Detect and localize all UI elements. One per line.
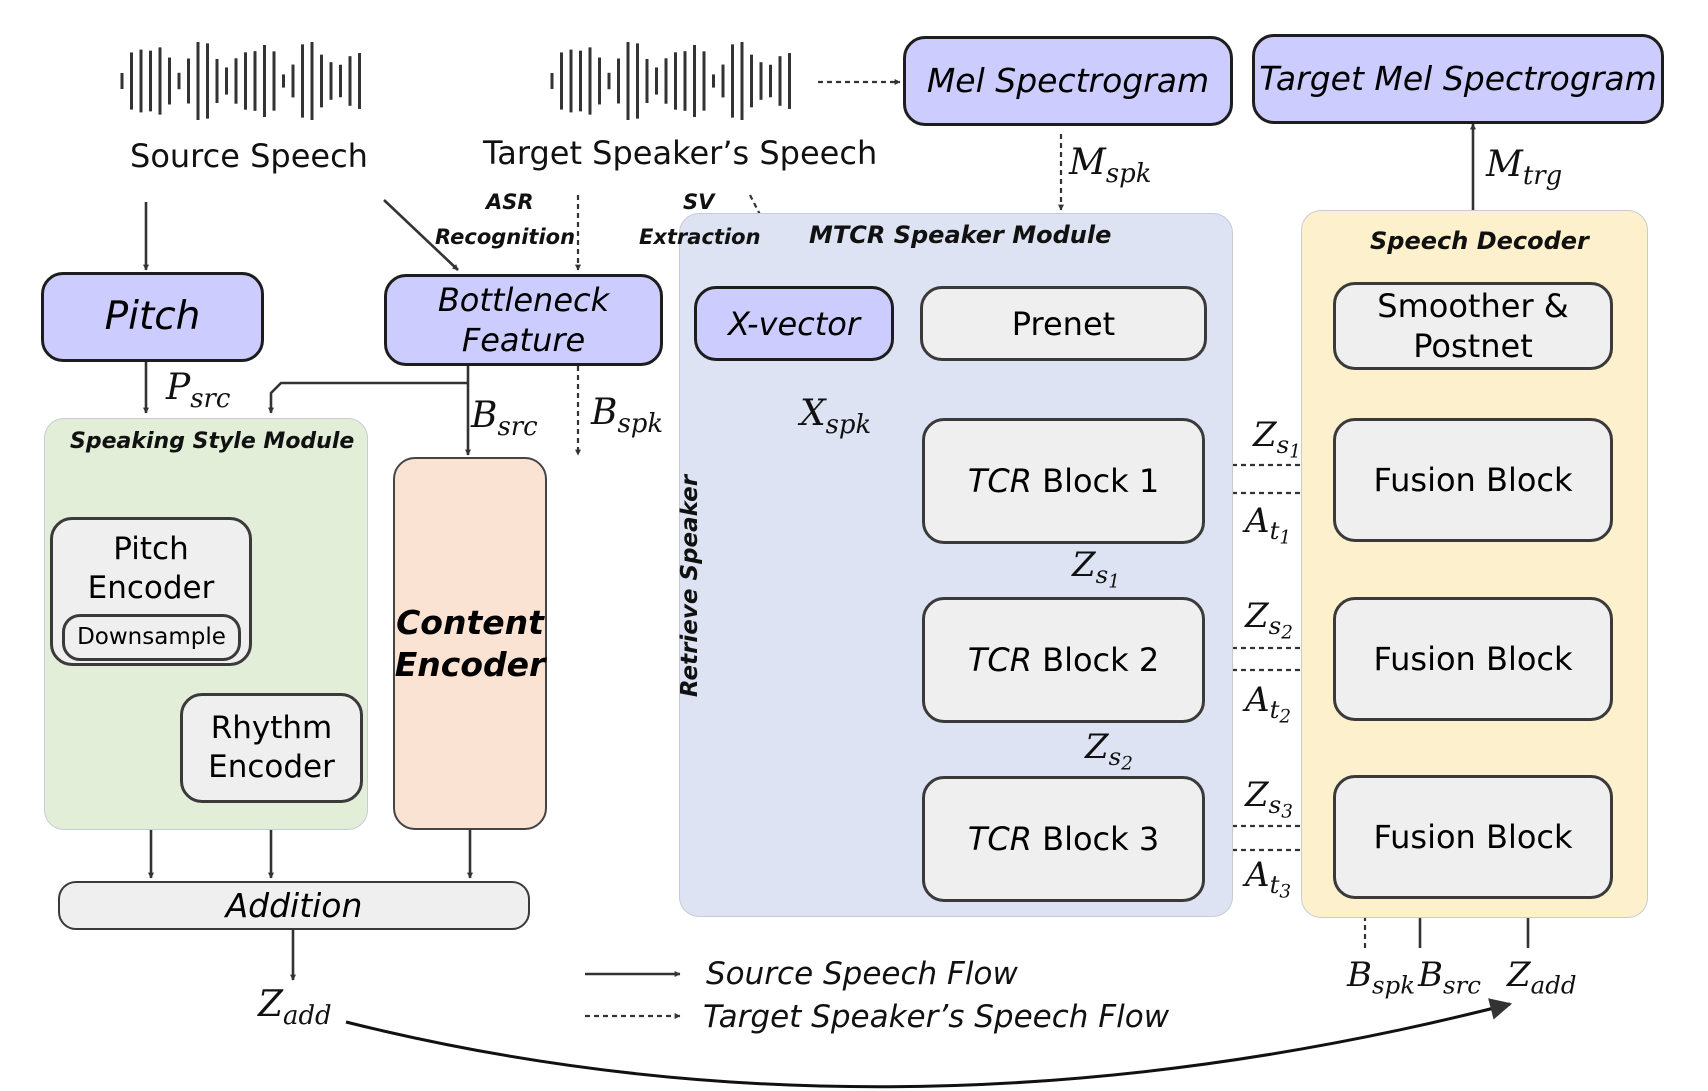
smoother-label-1: Smoother & bbox=[1377, 287, 1569, 325]
symbol-b-src-decoder: Bsrc bbox=[1418, 955, 1481, 1000]
arrow-bottleneck-to-style bbox=[268, 381, 468, 414]
pitch-label: Pitch bbox=[104, 293, 201, 339]
asr-label: ASR bbox=[486, 190, 534, 214]
tcr-block-2-prefix: TCR bbox=[967, 641, 1032, 679]
bottleneck-feature-box: Bottleneck Feature bbox=[384, 274, 663, 366]
prenet-box: Prenet bbox=[920, 286, 1207, 361]
tcr-block-2-label: Block 2 bbox=[1042, 641, 1160, 679]
x-vector-label: X-vector bbox=[727, 304, 861, 343]
symbol-m-trg: Mtrg bbox=[1486, 144, 1563, 191]
tcr-block-3-label: Block 3 bbox=[1042, 820, 1160, 858]
target-mel-spectrogram-label: Target Mel Spectrogram bbox=[1259, 59, 1657, 99]
extraction-label: Extraction bbox=[639, 225, 761, 249]
fusion-block-2: Fusion Block bbox=[1333, 597, 1613, 721]
content-encoder-label-2: Encoder bbox=[394, 644, 546, 684]
tcr-block-1-label: Block 1 bbox=[1042, 462, 1160, 500]
mel-spectrogram-box: Mel Spectrogram bbox=[903, 36, 1233, 126]
sv-label: SV bbox=[683, 190, 715, 214]
symbol-b-spk-top: Bspk bbox=[591, 392, 664, 439]
source-speech-label: Source Speech bbox=[130, 137, 368, 175]
fusion-block-3-label: Fusion Block bbox=[1373, 818, 1573, 856]
source-waveform-icon bbox=[118, 40, 378, 122]
smoother-label-2: Postnet bbox=[1413, 327, 1533, 365]
fusion-block-1-label: Fusion Block bbox=[1373, 461, 1573, 499]
addition-box: Addition bbox=[58, 881, 530, 930]
recognition-label: Recognition bbox=[435, 225, 576, 249]
symbol-z-s3: Zs3 bbox=[1245, 775, 1293, 823]
symbol-a-t1: At1 bbox=[1245, 501, 1292, 549]
pitch-encoder-label-2: Encoder bbox=[87, 569, 215, 606]
retrieve-speaker-label: Retrieve Speaker bbox=[677, 474, 703, 698]
symbol-m-spk: Mspk bbox=[1069, 142, 1152, 189]
downsample-box: Downsample bbox=[62, 614, 241, 661]
target-mel-spectrogram-box: Target Mel Spectrogram bbox=[1252, 34, 1664, 124]
symbol-b-src: Bsrc bbox=[471, 395, 538, 442]
content-encoder-label-1: Content bbox=[396, 603, 544, 643]
symbol-b-spk-decoder: Bspk bbox=[1347, 955, 1416, 1000]
speech-decoder-title: Speech Decoder bbox=[1370, 227, 1589, 255]
legend-dashed-label: Target Speaker’s Speech Flow bbox=[703, 999, 1170, 1035]
speaking-style-module-title: Speaking Style Module bbox=[70, 429, 355, 454]
symbol-a-t2: At2 bbox=[1245, 680, 1292, 728]
tcr-block-3: TCR Block 3 bbox=[922, 776, 1205, 902]
rhythm-encoder-label-1: Rhythm bbox=[210, 710, 333, 747]
arrow-source-to-bottleneck bbox=[383, 199, 459, 271]
bottleneck-label-1: Bottleneck bbox=[437, 281, 610, 319]
addition-label: Addition bbox=[225, 885, 363, 925]
symbol-z-s2: Zs2 bbox=[1245, 596, 1293, 644]
mtcr-module-title: MTCR Speaker Module bbox=[809, 221, 1112, 249]
arrow-zadd-to-decoder-curve bbox=[345, 998, 1513, 1089]
symbol-z-s1-mid: Zs1 bbox=[1072, 545, 1120, 593]
rhythm-encoder-label-2: Encoder bbox=[208, 749, 335, 785]
target-waveform-icon bbox=[548, 40, 808, 122]
legend-solid-label: Source Speech Flow bbox=[706, 956, 1018, 992]
symbol-z-add-bottom: Zadd bbox=[258, 984, 332, 1031]
x-vector-box: X-vector bbox=[694, 286, 894, 361]
symbol-z-add-decoder: Zadd bbox=[1507, 955, 1577, 1000]
mel-spectrogram-label: Mel Spectrogram bbox=[926, 61, 1210, 101]
bottleneck-label-2: Feature bbox=[461, 321, 586, 359]
symbol-z-s2-mid: Zs2 bbox=[1085, 727, 1133, 775]
symbol-x-spk: Xspk bbox=[800, 393, 872, 440]
tcr-block-1-prefix: TCR bbox=[967, 462, 1032, 500]
target-speech-label: Target Speaker’s Speech bbox=[483, 134, 878, 172]
rhythm-encoder-box: Rhythm Encoder bbox=[180, 693, 363, 803]
prenet-label: Prenet bbox=[1011, 304, 1116, 343]
pitch-box: Pitch bbox=[41, 272, 264, 362]
downsample-label: Downsample bbox=[77, 624, 226, 651]
symbol-p-src: Psrc bbox=[166, 367, 231, 414]
content-encoder-box: Content Encoder bbox=[393, 457, 547, 830]
symbol-z-s1: Zs1 bbox=[1253, 415, 1301, 463]
symbol-a-t3: At3 bbox=[1245, 855, 1292, 903]
fusion-block-1: Fusion Block bbox=[1333, 418, 1613, 542]
fusion-block-3: Fusion Block bbox=[1333, 775, 1613, 899]
tcr-block-1: TCR Block 1 bbox=[922, 418, 1205, 544]
tcr-block-3-prefix: TCR bbox=[967, 820, 1032, 858]
tcr-block-2: TCR Block 2 bbox=[922, 597, 1205, 723]
pitch-encoder-label-1: Pitch bbox=[113, 531, 189, 567]
smoother-postnet-box: Smoother & Postnet bbox=[1333, 282, 1613, 370]
fusion-block-2-label: Fusion Block bbox=[1373, 640, 1573, 678]
